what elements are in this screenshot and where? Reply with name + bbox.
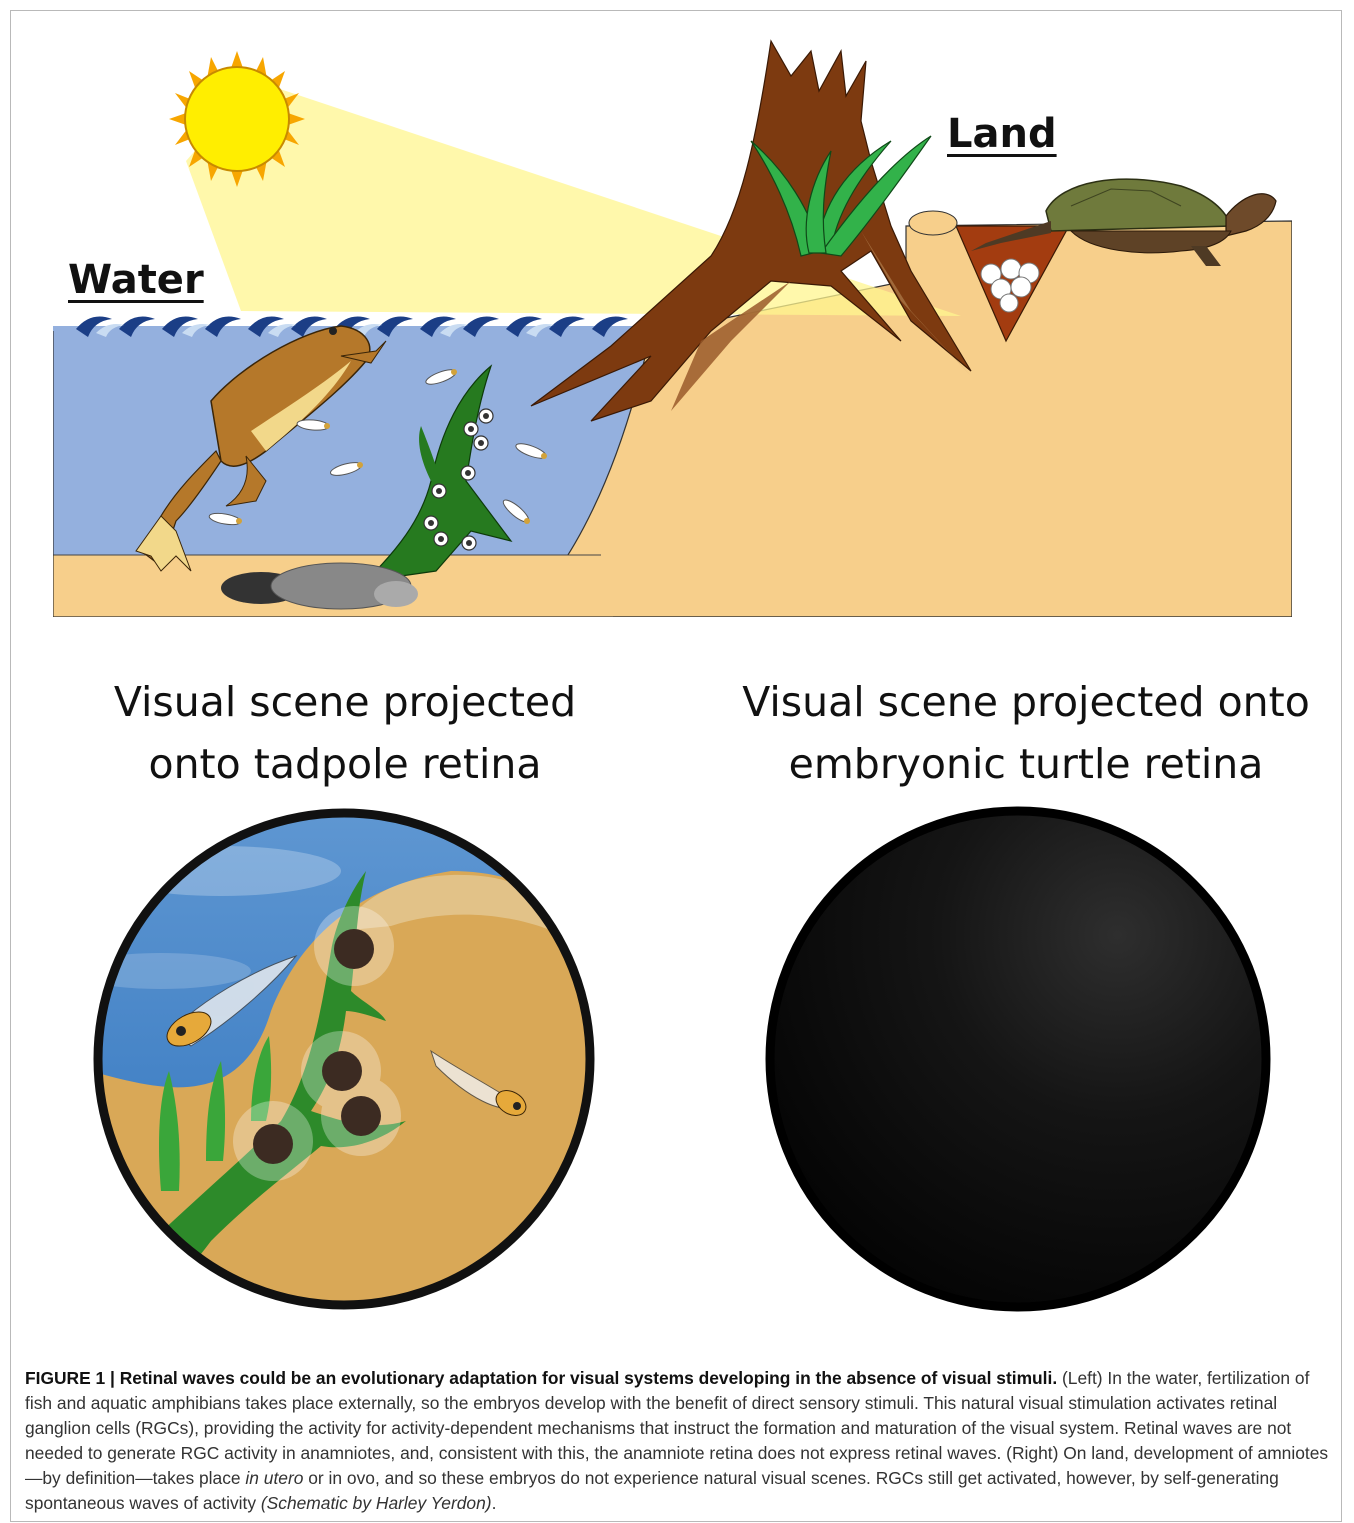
right-panel-heading: Visual scene projected onto embryonic tu… [701,671,1342,795]
left-panel-heading: Visual scene projected onto tadpole reti… [55,671,635,795]
figure-label: FIGURE 1 | [25,1368,120,1388]
caption-credit: (Schematic by Harley Yerdon) [261,1493,492,1513]
water-label: Water [68,257,204,303]
water-land-scene [53,41,1292,617]
land-label: Land [947,111,1057,157]
left-heading-line: onto tadpole retina [55,733,635,795]
right-heading-line: Visual scene projected onto [701,671,1342,733]
caption-end: . [492,1493,497,1513]
figure-caption: FIGURE 1 | Retinal waves could be an evo… [25,1366,1335,1516]
caption-italic-term: in utero [245,1468,303,1488]
turtle-retina-view [770,811,1266,1307]
sun-icon [169,51,305,187]
right-heading-line: embryonic turtle retina [701,733,1342,795]
figure-frame: Water Land Visual scene projected onto t… [10,10,1342,1522]
figure-title: Retinal waves could be an evolutionary a… [120,1368,1057,1388]
tadpole-retina-view [71,806,611,1321]
left-heading-line: Visual scene projected [55,671,635,733]
